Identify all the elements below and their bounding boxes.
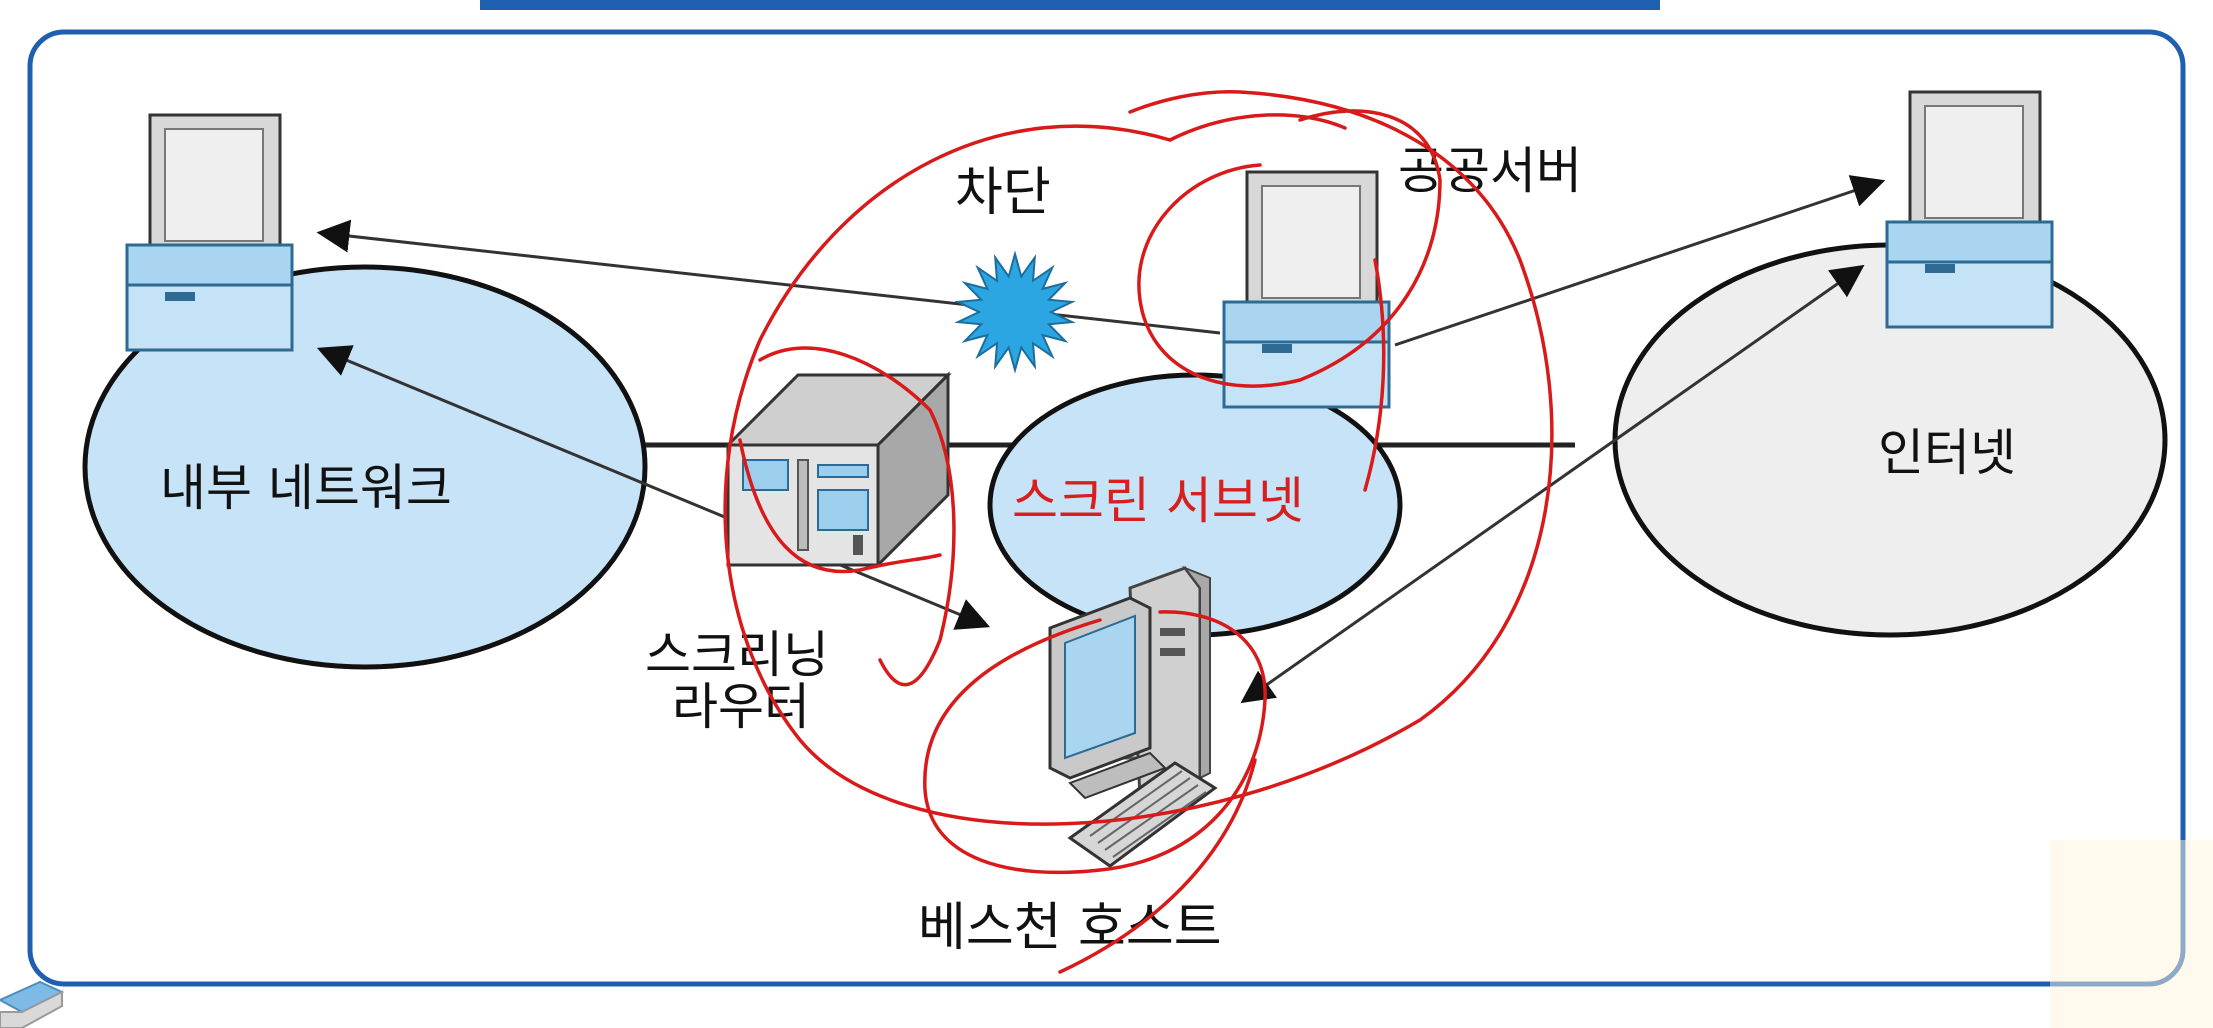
arrow-icon bbox=[316, 219, 1221, 335]
annotation-loop-router bbox=[758, 346, 956, 687]
red-annotations bbox=[723, 89, 1554, 974]
desktop-computer-icon bbox=[125, 113, 294, 352]
corner-highlight bbox=[2050, 840, 2213, 1028]
public-server-label: 공공서버 bbox=[1398, 142, 1582, 200]
arrow-icon bbox=[316, 345, 991, 630]
annotation-loop-outer bbox=[723, 89, 1554, 826]
annotation-loop-public-server bbox=[1137, 109, 1442, 388]
arrow-icon bbox=[1240, 264, 1865, 704]
internal-network-label: 내부 네트워크 bbox=[160, 459, 452, 517]
book-stack-icon bbox=[0, 980, 65, 1028]
blocked-label: 차단 bbox=[955, 163, 1051, 223]
screening-router-label-line1: 스크리닝 bbox=[645, 626, 829, 684]
screen-subnet-label: 스크린 서브넷 bbox=[1012, 472, 1304, 530]
screening-router-label-line2: 라우터 bbox=[672, 678, 810, 736]
burst-block-icon bbox=[954, 250, 1076, 374]
desktop-computer-icon bbox=[1885, 90, 2054, 329]
annotation-stroke-top bbox=[1168, 113, 1347, 142]
annotation-tail-bastion bbox=[1058, 758, 1257, 974]
annotation-stroke-subnet bbox=[1363, 258, 1386, 492]
rack-router-icon bbox=[724, 371, 952, 569]
bastion-host-label: 베스천 호스트 bbox=[918, 898, 1222, 958]
internet-label: 인터넷 bbox=[1878, 424, 2016, 482]
desktop-computer-icon bbox=[1222, 170, 1391, 409]
arrows bbox=[316, 175, 1886, 704]
workstation-tower-icon bbox=[1048, 565, 1218, 868]
annotation-stroke-router bbox=[738, 438, 942, 574]
annotation-loop-bastion bbox=[923, 610, 1267, 875]
title-remnant bbox=[480, 0, 1660, 10]
